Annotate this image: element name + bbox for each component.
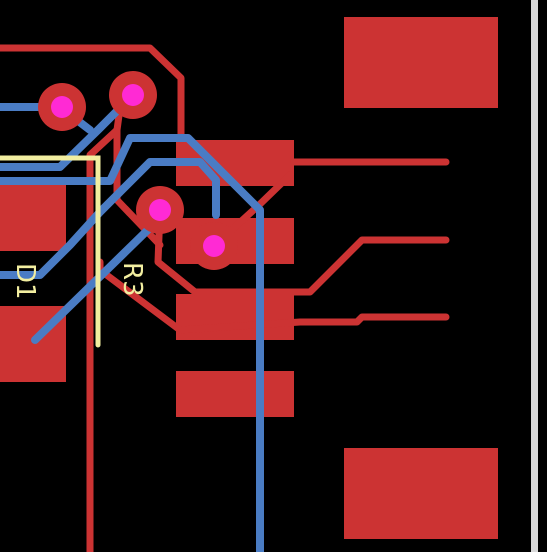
trace-top-net-1[interactable] [0, 44, 185, 144]
via-3-drill [149, 199, 171, 221]
via-2-drill [122, 84, 144, 106]
via-4-drill [203, 235, 225, 257]
pad-large-bottom[interactable] [344, 448, 498, 539]
pad-d1-upper[interactable] [0, 185, 66, 251]
trace-top-net-4[interactable] [154, 206, 450, 296]
trace-top-net-3[interactable] [86, 126, 121, 552]
trace-bottom-net-3[interactable] [0, 134, 264, 552]
silkscreen-label-d1: D1 [10, 263, 40, 300]
via-group [38, 71, 238, 270]
silkscreen-label-r3: R3 [117, 262, 147, 297]
pad-ic-3[interactable] [176, 294, 294, 340]
pad-ic-4[interactable] [176, 371, 294, 417]
pad-large-top[interactable] [344, 17, 498, 108]
window-scrollbar-edge[interactable] [531, 0, 538, 552]
window-edge-shadow [538, 0, 547, 552]
trace-bottom-net-4[interactable] [0, 158, 220, 279]
via-1-drill [51, 96, 73, 118]
silkscreen-d1-outline [0, 155, 101, 348]
